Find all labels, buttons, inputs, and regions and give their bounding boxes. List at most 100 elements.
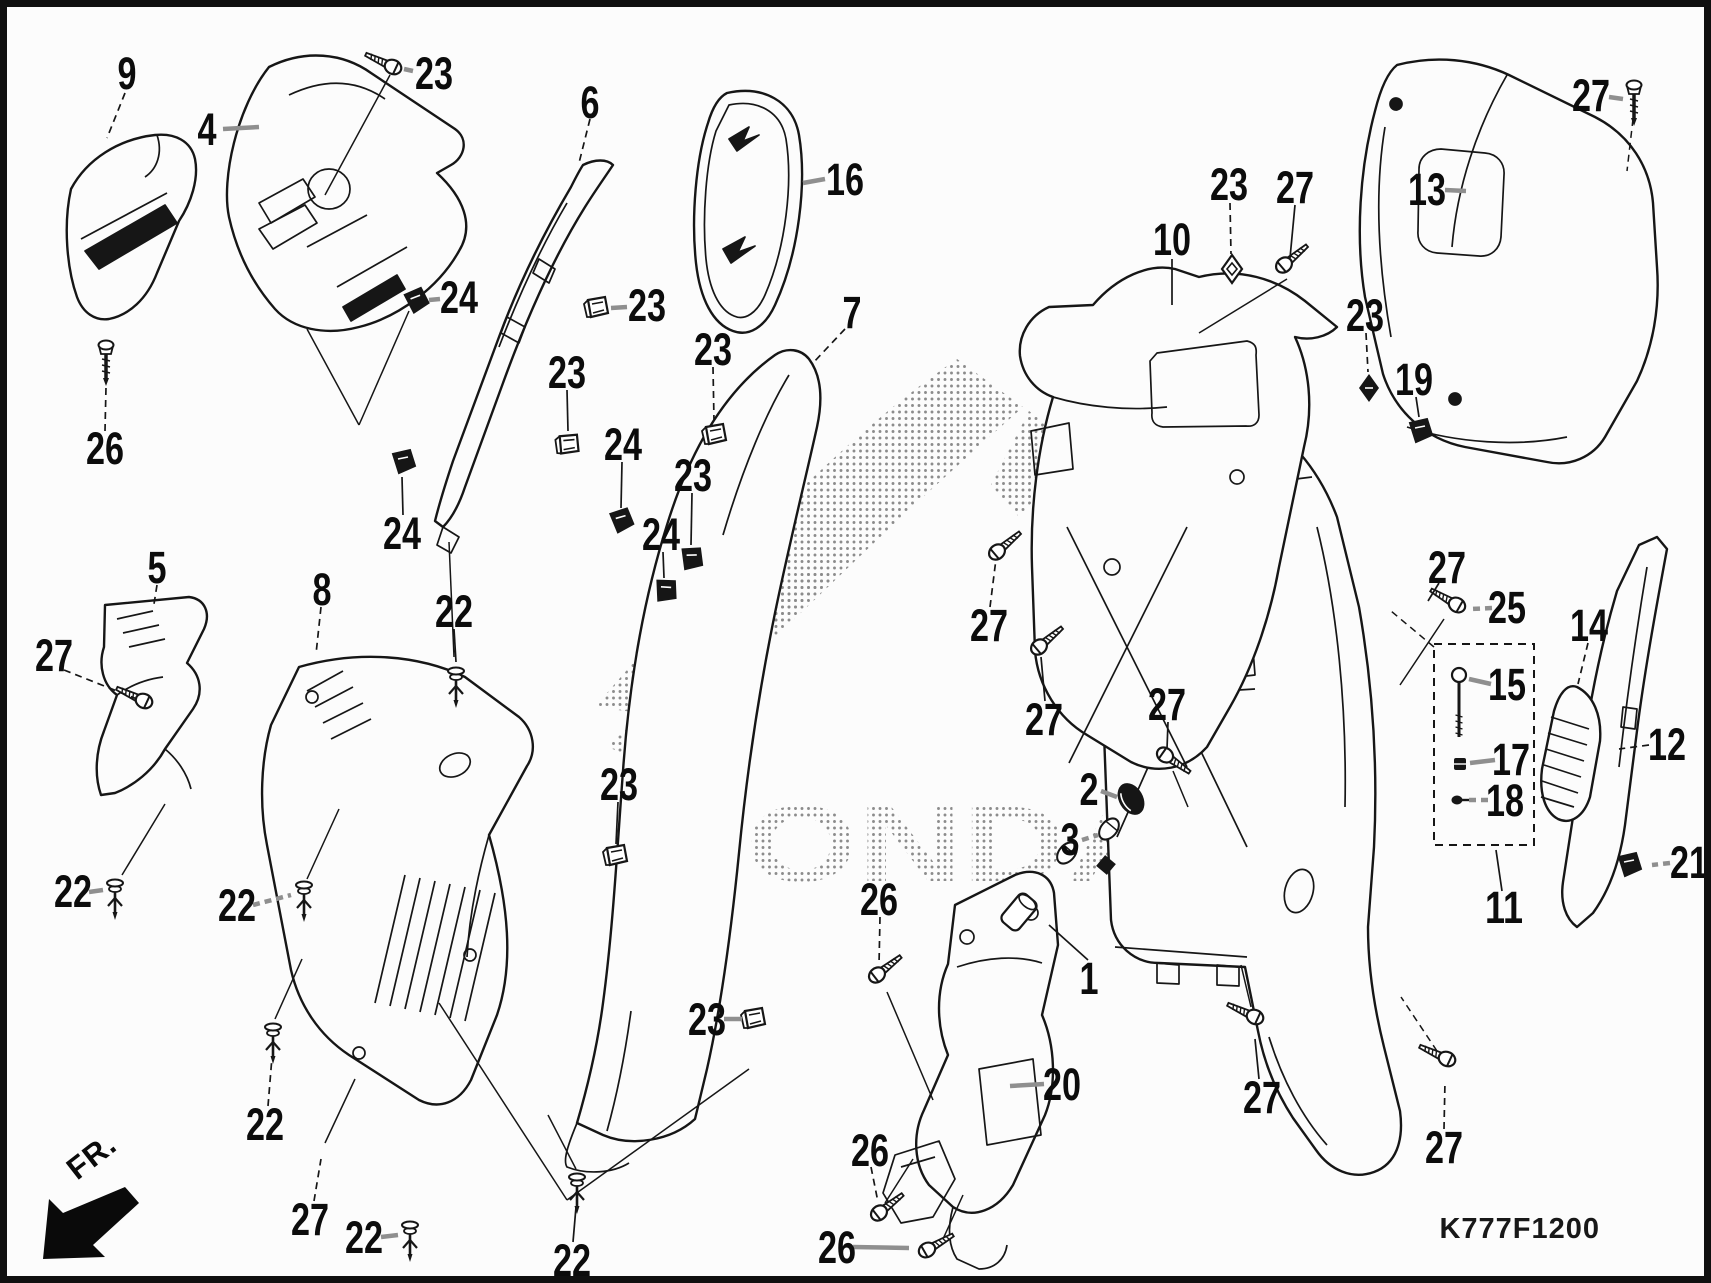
leader-line [1470,605,1493,612]
fastener-dia-icon [1220,253,1244,285]
leader-line [1415,396,1420,418]
leader-line [1468,676,1492,687]
fastener-screw-icon [987,530,1023,561]
leader-line [1608,94,1624,102]
fastener-clip-icon [602,843,629,867]
leader-line [852,1244,910,1251]
part-number-label: 27 [1425,1122,1463,1173]
part-number-label: 13 [1408,164,1446,215]
fastener-boltlong-icon [1450,666,1468,737]
leader-line [153,584,158,605]
fastener-bolt-icon [1625,79,1643,126]
leader-line [1495,849,1503,892]
fastener-bclip-icon [1408,417,1434,444]
part-number-label: 24 [604,419,642,470]
part-number-label: 1 [1080,953,1099,1004]
part-grille-14 [1540,684,1602,822]
fastener-bdia-icon [1359,374,1379,402]
assembly-line [884,1158,914,1204]
leader-line [88,887,104,895]
leader-line [1166,721,1169,750]
hardware-group-box [1433,643,1535,846]
part-number-label: 23 [628,280,666,331]
part-number-label: 7 [843,287,862,338]
fastener-clip-icon [583,295,610,319]
assembly-line [942,1194,964,1240]
leader-line [802,176,826,186]
leader-line [380,1232,399,1240]
fastener-screw-icon [363,51,403,76]
assembly-line [1390,610,1435,648]
leader-line [1289,204,1296,259]
fastener-screw-icon [869,1192,905,1222]
fastener-clip-icon [554,433,580,455]
leader-line [615,801,619,845]
leader-line [878,916,881,966]
part-inner-upper-cover-10 [1018,266,1339,770]
assembly-line [306,808,340,880]
part-number-label: 22 [345,1212,383,1263]
assembly-line [1240,964,1252,1008]
leader-line [989,558,997,608]
fastener-bclip-icon [681,547,704,571]
part-number-label: 22 [435,586,473,637]
fastener-pin-icon [106,878,124,920]
leader-line [104,386,107,432]
part-number-label: 27 [1428,542,1466,593]
part-number-label: 14 [1570,600,1608,651]
leader-line [610,304,628,311]
assembly-lines [121,74,1634,1240]
part-number-label: 23 [415,48,453,99]
fastener-screw-icon [1417,1043,1457,1068]
part-number-label: 23 [600,759,638,810]
leader-line [1651,860,1671,868]
part-number-label: 23 [548,347,586,398]
leader-line [1048,924,1089,961]
assembly-line [448,541,455,658]
leader-line [1443,1080,1446,1130]
part-number-label: 23 [674,450,712,501]
part-number-label: 25 [1488,582,1526,633]
fastener-screw-icon [867,954,903,984]
leader-line [1100,788,1118,800]
part-number-label: 23 [688,994,726,1045]
fastener-bclip-icon [403,286,430,314]
assembly-line [358,310,410,426]
part-number-label: 3 [1061,814,1080,865]
leader-line [712,366,715,422]
leader-line [267,1056,273,1107]
leader-line [401,476,404,516]
part-number-label: 9 [118,48,137,99]
leader-line [1444,187,1467,194]
part-number-label: 21 [1670,837,1708,888]
leader-line [428,296,441,303]
assembly-line [274,958,303,1020]
leader-line [812,328,846,364]
leader-line [315,606,322,655]
leader-line [870,1166,879,1203]
fastener-bulb-icon [1056,841,1078,865]
leader-line [690,492,693,546]
fastener-pin-icon [401,1220,419,1262]
assembly-line [566,1068,750,1201]
leader-line [572,1206,577,1243]
leader-line [1469,757,1496,766]
part-number-label: 27 [1276,162,1314,213]
part-number-label: 22 [218,880,256,931]
fastener-bclip-icon [609,507,635,534]
leader-line [1040,656,1046,702]
fastener-bolt-icon [97,339,115,386]
part-tri-cover-16 [692,89,804,334]
leader-line [1081,832,1099,843]
part-side-strip-12 [1561,535,1669,929]
part-number-label: 11 [1485,882,1523,933]
part-number-label: 15 [1488,659,1526,710]
fastener-pin-icon [264,1022,282,1064]
leader-line [1254,1038,1260,1080]
assembly-line [324,74,391,196]
part-upper-cover-9 [65,133,198,321]
fastener-cyl-icon [1000,892,1038,932]
fastener-clip-icon [740,1006,767,1030]
